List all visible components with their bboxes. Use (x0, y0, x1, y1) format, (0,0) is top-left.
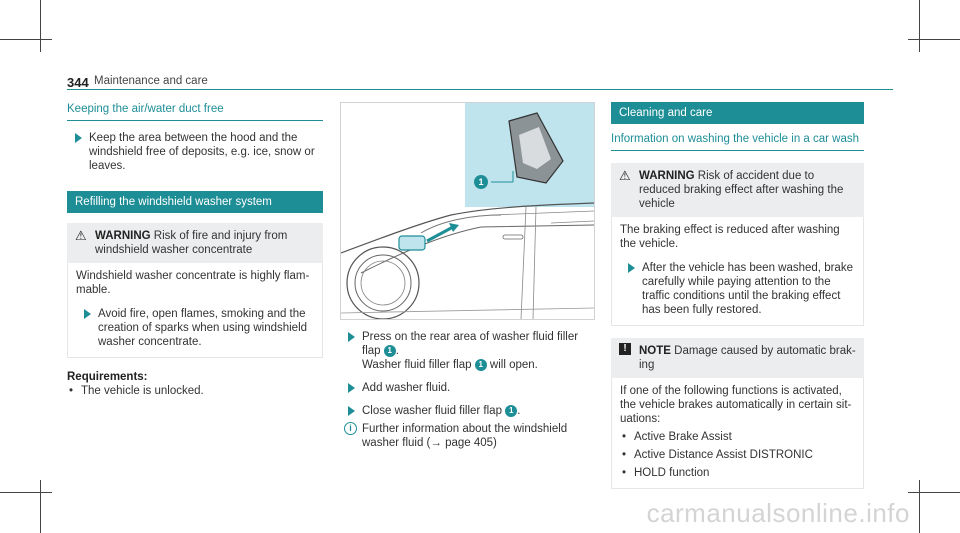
step-text: After the vehicle has been washed, brake… (642, 262, 853, 316)
exclamation-icon: ! (619, 343, 631, 355)
header-divider (67, 89, 893, 90)
step-arrow-icon (348, 332, 355, 342)
column-middle: 1 Press on the rear area of washer fluid… (340, 102, 595, 450)
note-body-text: If one of the following functions is act… (620, 385, 852, 425)
warning-triangle-icon: ⚠ (619, 168, 631, 183)
info-icon: i (344, 422, 357, 435)
instruction-step: Close washer fluid filler flap 1. (340, 404, 595, 418)
step-text-end: . (395, 345, 399, 357)
warning-triangle-icon: ⚠ (75, 228, 87, 243)
list-item: HOLD function (620, 466, 855, 480)
step-text-end: . (517, 405, 521, 417)
instruction-step: Avoid fire, open flames, smoking and the… (76, 307, 314, 349)
warning-body: The braking effect is reduced after wash… (611, 217, 864, 326)
illustration-frame: 1 (340, 102, 595, 320)
column-left: Keeping the air/water duct free Keep the… (67, 102, 323, 398)
crop-mark (919, 480, 920, 533)
step-text: Press on the rear area of washer fluid f… (362, 331, 579, 357)
requirement-item: The vehicle is unlocked. (67, 384, 323, 398)
note-label: NOTE (639, 345, 671, 357)
info-text: Further information about the windshield… (362, 423, 568, 449)
crop-mark (40, 0, 41, 52)
warning-body-text: The braking effect is reduced after wash… (620, 224, 840, 250)
requirements-heading: Requirements: (67, 371, 148, 383)
step-arrow-icon (84, 309, 91, 319)
section-band: Cleaning and care (611, 102, 864, 124)
step-arrow-icon (348, 406, 355, 416)
column-right: Cleaning and care Information on washing… (611, 102, 864, 489)
crop-mark (908, 492, 960, 493)
crop-mark (40, 480, 41, 533)
warning-text: Risk of fire and injury from windshield … (95, 230, 288, 256)
step-text: Add washer fluid. (362, 382, 451, 394)
result-text-end: will open. (489, 359, 538, 371)
warning-header: ⚠ WARNING Risk of accident due to reduce… (611, 163, 864, 217)
step-text: Close washer fluid filler flap (362, 405, 502, 417)
callout-marker: 1 (383, 344, 396, 357)
instruction-step: Press on the rear area of washer fluid f… (340, 330, 595, 372)
step-arrow-icon (348, 383, 355, 393)
instruction-step: Add washer fluid. (340, 381, 595, 395)
warning-box: ⚠ WARNING Risk of fire and injury from w… (67, 223, 323, 358)
warning-body: Windshield washer concentrate is highly … (67, 263, 323, 358)
callout-marker: 1 (505, 404, 518, 417)
section-title: Maintenance and care (94, 75, 208, 87)
crop-mark (908, 39, 960, 40)
warning-header: ⚠ WARNING Risk of fire and injury from w… (67, 223, 323, 263)
section-heading: Keeping the air/water duct free (67, 102, 323, 121)
step-arrow-icon (75, 133, 82, 143)
warning-text: Risk of accident due to reduced braking … (639, 170, 844, 210)
warning-label: WARNING (95, 230, 151, 242)
info-note: i Further information about the windshie… (340, 422, 595, 450)
instruction-step: Keep the area between the hood and the w… (67, 131, 323, 173)
note-header: ! NOTE Damage caused by automatic brak- … (611, 338, 864, 378)
list-item: Active Distance Assist DISTRONIC (620, 448, 855, 462)
note-box: ! NOTE Damage caused by automatic brak- … (611, 338, 864, 489)
step-text: Keep the area between the hood and the w… (89, 132, 315, 172)
note-body: If one of the following functions is act… (611, 378, 864, 489)
crop-mark (0, 39, 52, 40)
callout-marker: 1 (474, 358, 487, 371)
crop-mark (0, 492, 52, 493)
page-number: 344 (67, 75, 89, 90)
list-item: Active Brake Assist (620, 430, 855, 444)
watermark: carmanualsonline.info (646, 498, 910, 528)
callout-marker: 1 (474, 175, 488, 189)
warning-body-text: Windshield washer concentrate is highly … (76, 270, 310, 296)
crop-mark (919, 0, 920, 52)
warning-box: ⚠ WARNING Risk of accident due to reduce… (611, 163, 864, 326)
section-band: Refilling the windshield washer system (67, 191, 323, 213)
warning-label: WARNING (639, 170, 695, 182)
step-text: Avoid fire, open flames, smoking and the… (98, 308, 308, 348)
note-text: Damage caused by automatic brak- ing (639, 345, 856, 371)
section-heading: Information on washing the vehicle in a … (611, 132, 864, 151)
car-illustration (341, 103, 594, 319)
instruction-step: After the vehicle has been washed, brake… (620, 261, 855, 317)
result-text: Washer fluid filler flap (362, 359, 472, 371)
step-arrow-icon (628, 263, 635, 273)
